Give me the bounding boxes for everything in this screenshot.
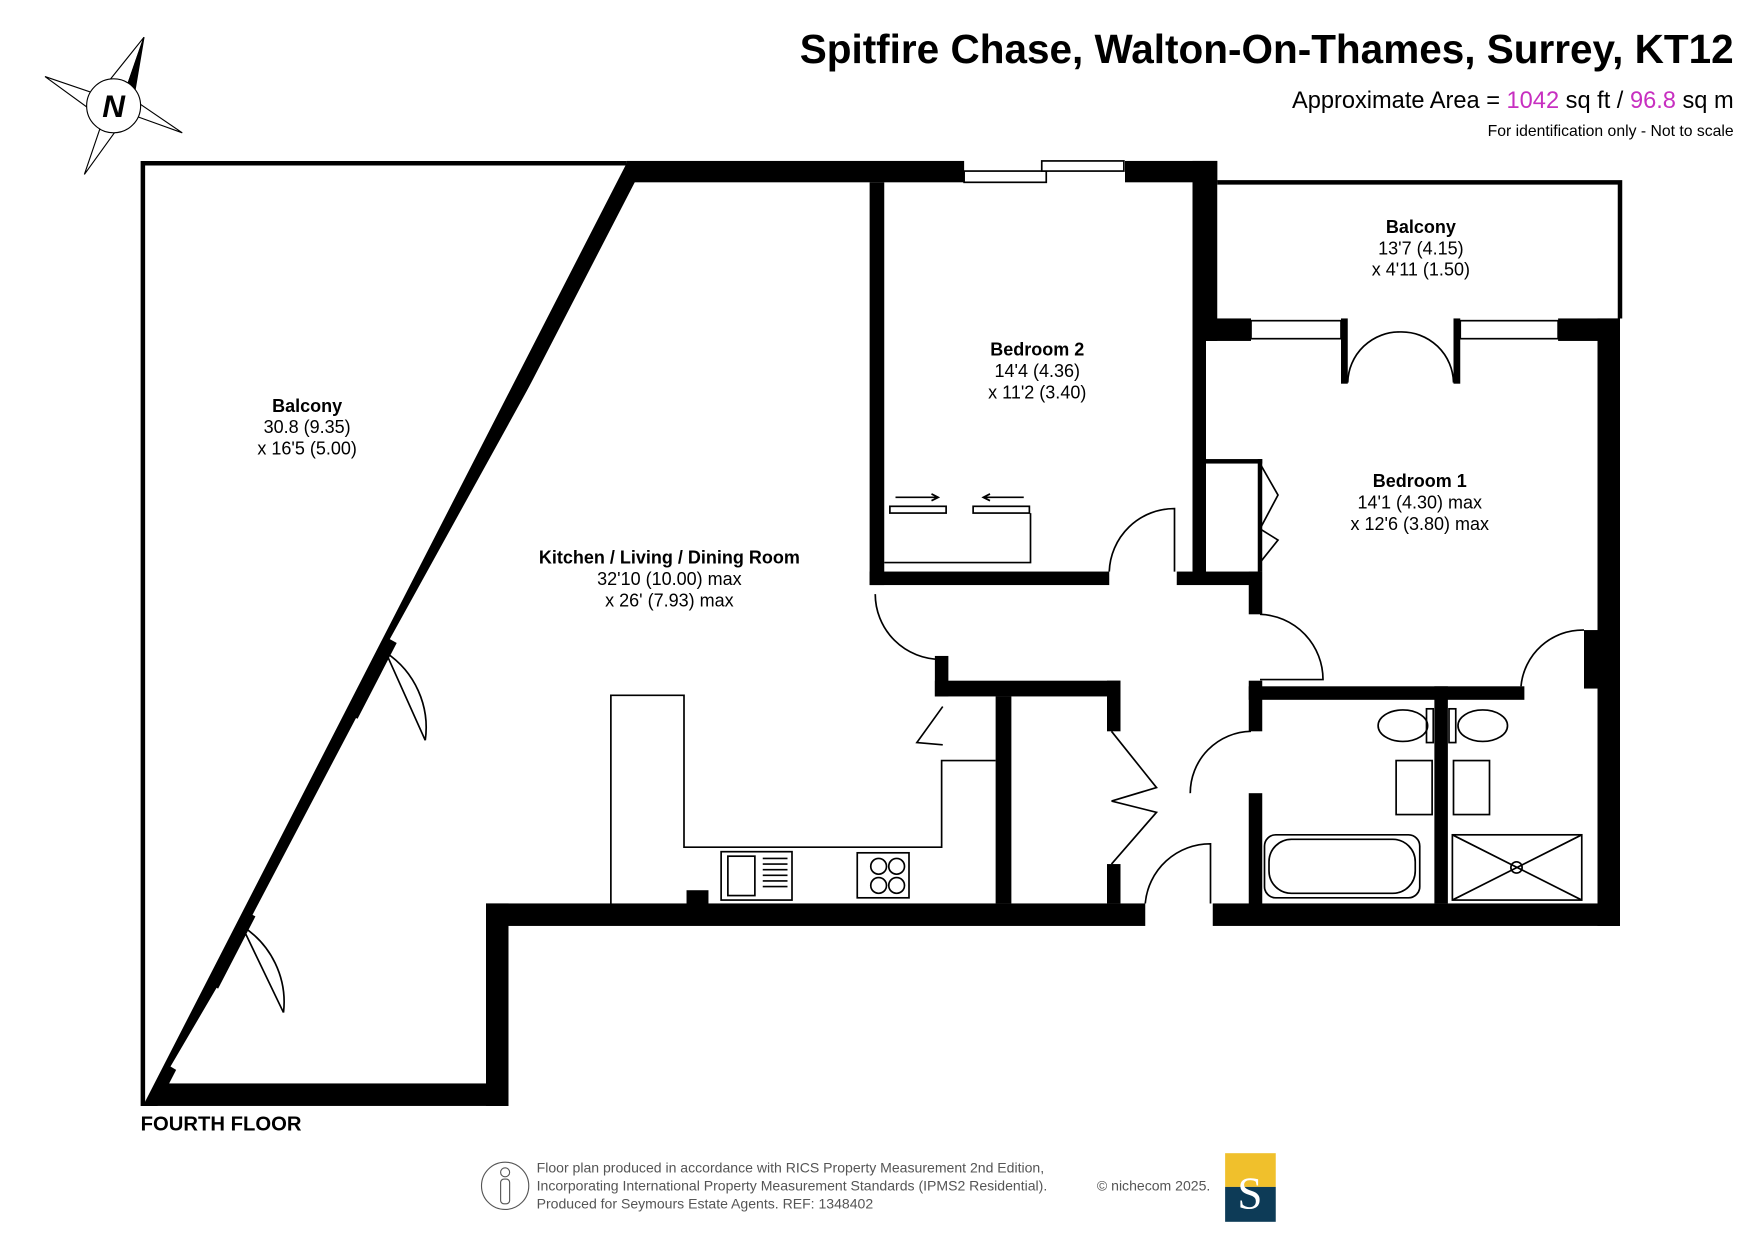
compass-icon: N — [44, 36, 183, 175]
svg-text:Kitchen / Living / Dining Room: Kitchen / Living / Dining Room — [539, 548, 800, 568]
room-label-bedroom-2: Bedroom 2 14'4 (4.36) x 11'2 (3.40) — [988, 340, 1086, 403]
svg-text:Floor plan produced in accorda: Floor plan produced in accordance with R… — [537, 1159, 1045, 1175]
svg-text:14'4 (4.36): 14'4 (4.36) — [995, 361, 1081, 381]
svg-text:S: S — [1237, 1168, 1262, 1218]
room-label-bedroom-1: Bedroom 1 14'1 (4.30) max x 12'6 (3.80) … — [1351, 471, 1490, 534]
page-title: Spitfire Chase, Walton-On-Thames, Surrey… — [800, 26, 1734, 72]
svg-text:N: N — [102, 88, 126, 124]
svg-text:Bedroom 1: Bedroom 1 — [1373, 471, 1467, 491]
footer-text: Floor plan produced in accordance with R… — [537, 1159, 1211, 1211]
svg-text:© nichecom 2025.: © nichecom 2025. — [1097, 1177, 1210, 1193]
svg-text:x 11'2 (3.40): x 11'2 (3.40) — [988, 382, 1086, 402]
svg-text:30.8 (9.35): 30.8 (9.35) — [264, 417, 351, 437]
approximate-area: Approximate Area = 1042 sq ft / 96.8 sq … — [1292, 88, 1734, 114]
floor-label: FOURTH FLOOR — [141, 1114, 302, 1136]
rics-icon — [480, 1161, 530, 1210]
svg-text:Incorporating International Pr: Incorporating International Property Mea… — [537, 1177, 1048, 1193]
svg-text:x 4'11 (1.50): x 4'11 (1.50) — [1372, 260, 1470, 280]
svg-text:13'7 (4.15): 13'7 (4.15) — [1378, 238, 1464, 258]
fixtures — [241, 331, 1585, 1013]
svg-text:32'10 (10.00) max: 32'10 (10.00) max — [597, 569, 742, 589]
svg-text:Produced for Seymours Estate A: Produced for Seymours Estate Agents. REF… — [537, 1195, 874, 1211]
svg-text:x 26' (7.93) max: x 26' (7.93) max — [605, 590, 734, 610]
svg-text:Balcony: Balcony — [1386, 217, 1456, 237]
svg-text:14'1 (4.30) max: 14'1 (4.30) max — [1358, 493, 1482, 513]
room-label-balcony-left: Balcony 30.8 (9.35) x 16'5 (5.00) — [257, 396, 357, 459]
walls — [140, 160, 1623, 1106]
room-label-kitchen-living-dining: Kitchen / Living / Dining Room 32'10 (10… — [539, 548, 800, 611]
seymours-logo: S — [1225, 1153, 1276, 1222]
svg-text:Bedroom 2: Bedroom 2 — [990, 340, 1084, 360]
svg-text:x 16'5 (5.00): x 16'5 (5.00) — [257, 439, 357, 459]
disclaimer: For identification only - Not to scale — [1488, 123, 1734, 140]
svg-text:x 12'6 (3.80) max: x 12'6 (3.80) max — [1351, 514, 1490, 534]
room-label-balcony-right: Balcony 13'7 (4.15) x 4'11 (1.50) — [1372, 217, 1470, 280]
svg-text:Balcony: Balcony — [272, 396, 342, 416]
